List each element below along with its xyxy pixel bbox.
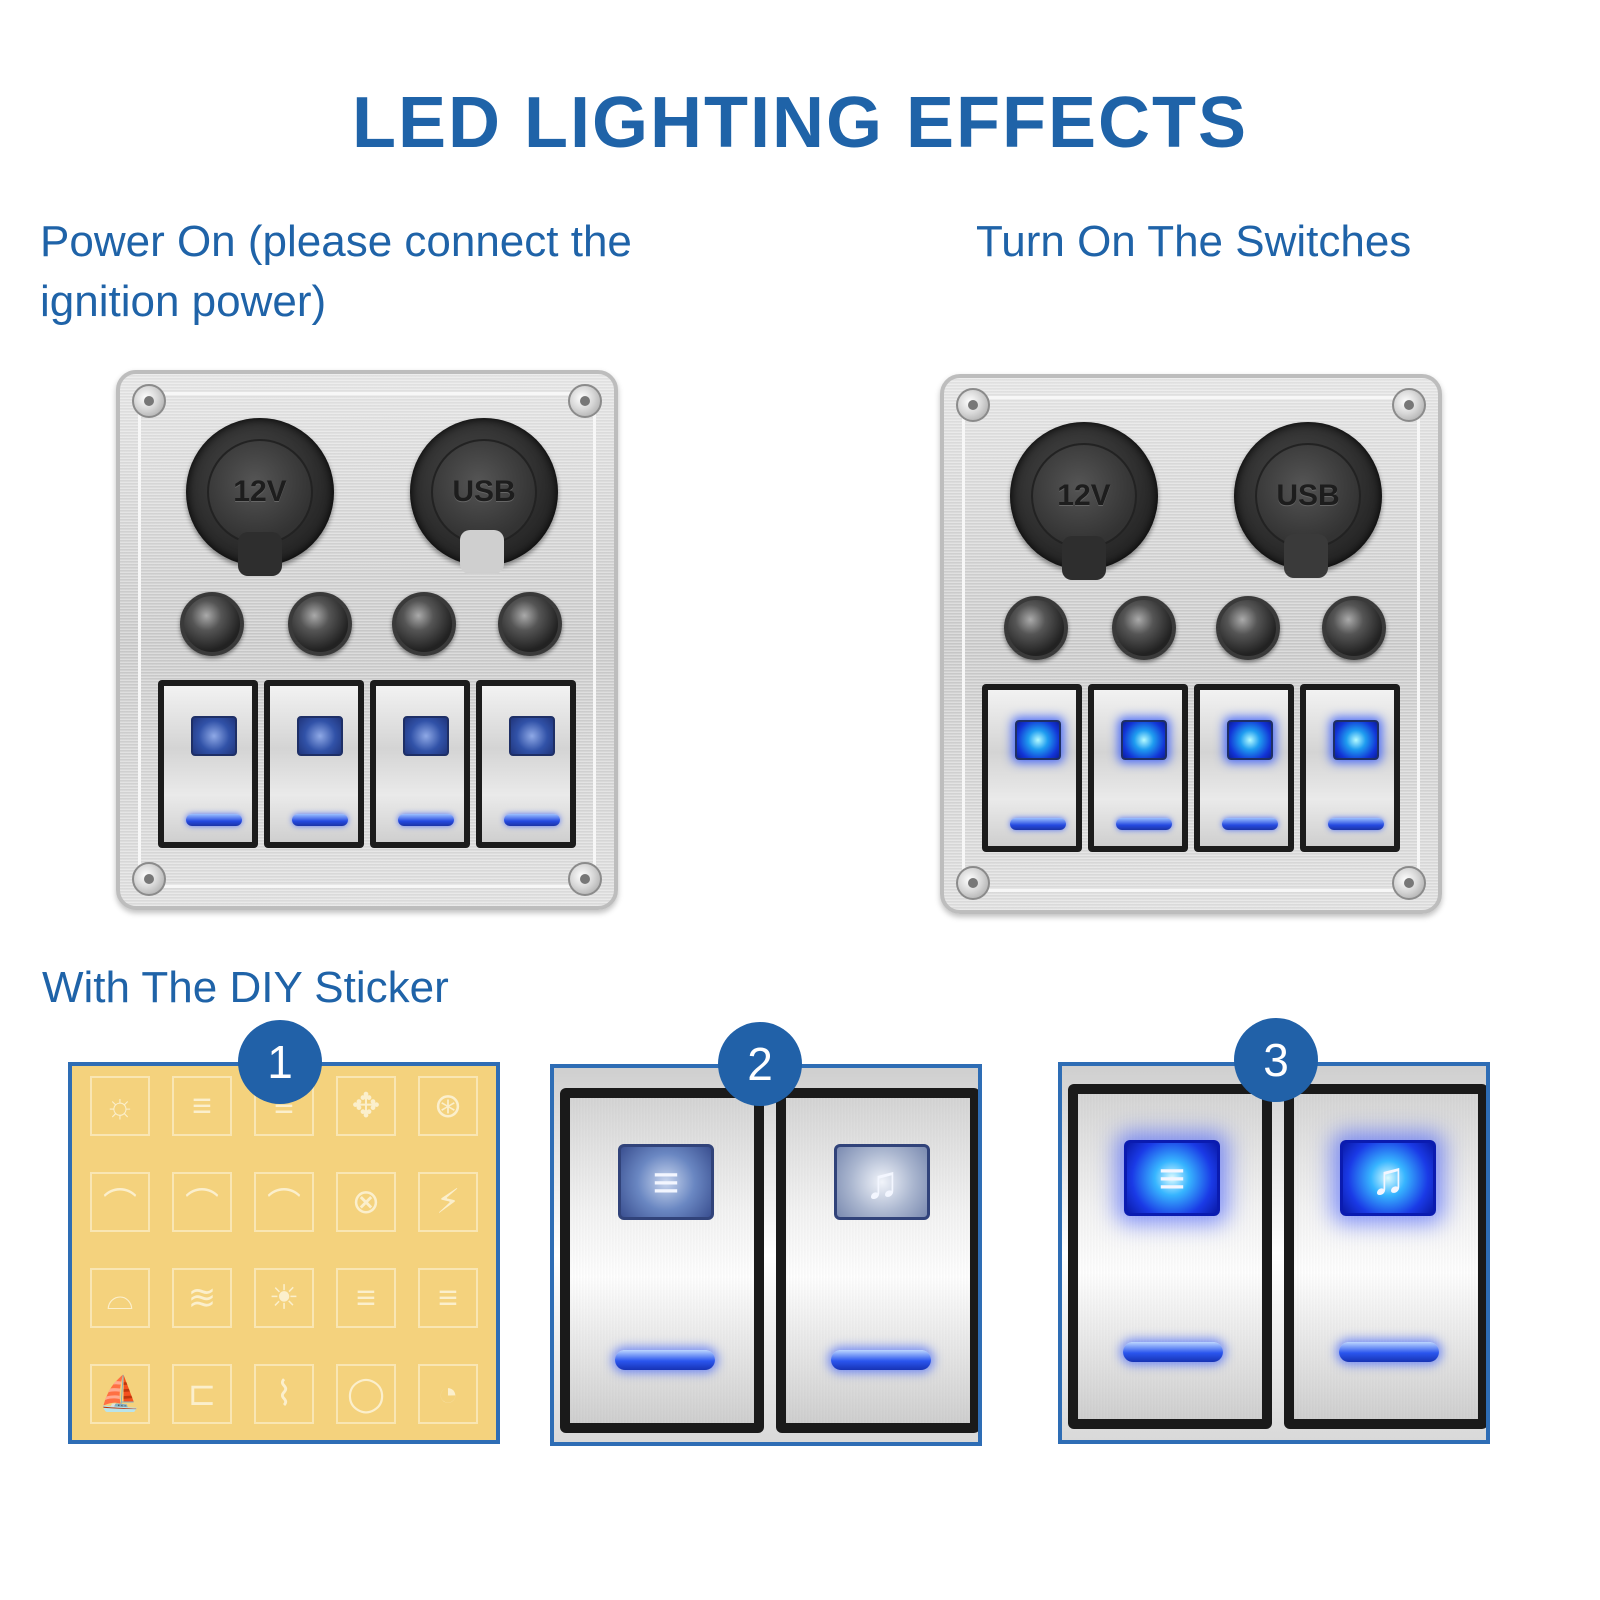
socket-12v-label: 12V <box>1031 443 1137 549</box>
zoom-rocker-left[interactable]: ≡ <box>1068 1084 1272 1429</box>
zoom-rocker-left[interactable]: ≡ <box>560 1088 764 1433</box>
headlight-icon: ☼ <box>90 1076 150 1136</box>
screw-icon <box>1392 866 1426 900</box>
screw-icon <box>132 384 166 418</box>
indicator-light-icon <box>1216 596 1280 660</box>
switch-led-icon <box>191 716 237 756</box>
screw-icon <box>956 866 990 900</box>
socket-usb-label: USB <box>1255 443 1361 549</box>
screw-icon <box>1392 388 1426 422</box>
rocker-switch-3[interactable] <box>370 680 470 848</box>
headlight-icon: ≡ <box>1124 1140 1220 1216</box>
rear-defrost-icon: ≋ <box>172 1268 232 1328</box>
music-icon: ♫ <box>1340 1140 1436 1216</box>
switch-led-bar <box>615 1350 715 1370</box>
zoom-switches-on: ≡ ♫ <box>1058 1062 1490 1444</box>
steering-icon: ⊛ <box>418 1076 478 1136</box>
caption-sticker: With The DIY Sticker <box>42 963 449 1012</box>
interior-light-icon: ✥ <box>336 1076 396 1136</box>
rocker-switch-4[interactable] <box>476 680 576 848</box>
socket-cap-tab <box>238 532 282 576</box>
wiper-1-icon: ⌒ <box>90 1172 150 1232</box>
caption-turn-on: Turn On The Switches <box>976 217 1412 266</box>
rocker-switch-1[interactable] <box>982 684 1082 852</box>
switch-led-bar <box>1222 818 1278 830</box>
windshield-wiper-icon: ⌓ <box>90 1268 150 1328</box>
switch-led-bar <box>1116 818 1172 830</box>
zoom-rocker-right[interactable]: ♫ <box>1284 1084 1486 1429</box>
switch-led-icon <box>1227 720 1273 760</box>
music-icon: ♫ <box>834 1144 930 1220</box>
rear-fog-icon: ≡ <box>418 1268 478 1328</box>
headlight-icon: ≡ <box>618 1144 714 1220</box>
screw-icon <box>956 388 990 422</box>
boat-icon: ⛵ <box>90 1364 150 1424</box>
step-badge-2: 2 <box>718 1022 802 1106</box>
switch-led-icon <box>509 716 555 756</box>
panel-border <box>138 392 596 888</box>
warning-icon: ◔ <box>418 1364 478 1424</box>
switch-led-bar <box>1339 1342 1439 1362</box>
switch-led-bar <box>186 814 242 826</box>
socket-usb[interactable]: USB <box>1234 422 1382 570</box>
switch-led-bar <box>398 814 454 826</box>
socket-cap-tab <box>1062 536 1106 580</box>
indicator-light-icon <box>1004 596 1068 660</box>
rocker-switch-4[interactable] <box>1300 684 1400 852</box>
socket-cap-tab <box>1284 534 1328 578</box>
indicator-light-icon <box>1112 596 1176 660</box>
indicator-light-icon <box>1322 596 1386 660</box>
socket-12v-label: 12V <box>207 439 313 545</box>
rocker-switch-3[interactable] <box>1194 684 1294 852</box>
caption-power-on: Power On (please connect the ignition po… <box>40 217 632 326</box>
indicator-light-icon <box>498 592 562 656</box>
screw-icon <box>132 862 166 896</box>
trailer-icon: ⊏ <box>172 1364 232 1424</box>
switch-led-icon <box>403 716 449 756</box>
zoom-rocker-right[interactable]: ♫ <box>776 1088 978 1433</box>
wiper-2-icon: ⌒ <box>172 1172 232 1232</box>
indicator-light-icon <box>392 592 456 656</box>
switch-led-bar <box>504 814 560 826</box>
switch-led-bar <box>831 1350 931 1370</box>
dome-light-icon: ☀ <box>254 1268 314 1328</box>
switch-led-icon <box>1121 720 1167 760</box>
switch-led-icon <box>1015 720 1061 760</box>
zoom-switches-off: ≡ ♫ <box>550 1064 982 1446</box>
switch-led-bar <box>1123 1342 1223 1362</box>
diy-sticker-sheet: ☼≡≡✥⊛⌒⌒⌒⊗⚡⌓≋☀≡≡⛵⊏⌇◯◔ <box>68 1062 500 1444</box>
lightning-icon: ⚡ <box>418 1172 478 1232</box>
wiper-3-icon: ⌒ <box>254 1172 314 1232</box>
low-beam-icon: ≡ <box>172 1076 232 1136</box>
socket-usb-label: USB <box>431 439 537 545</box>
socket-cap-tab <box>460 530 504 574</box>
rocker-switch-1[interactable] <box>158 680 258 848</box>
switch-panel-switches-on: 12V USB <box>940 374 1442 914</box>
switch-led-bar <box>1328 818 1384 830</box>
switch-led-bar <box>1010 818 1066 830</box>
step-badge-1: 1 <box>238 1020 322 1104</box>
indicator-light-icon <box>180 592 244 656</box>
panel-border <box>962 396 1420 892</box>
pump-icon: ⌇ <box>254 1364 314 1424</box>
indicator-light-icon <box>288 592 352 656</box>
page-title: LED LIGHTING EFFECTS <box>352 83 1248 163</box>
screw-icon <box>568 862 602 896</box>
switch-panel-power-on: 12V USB <box>116 370 618 910</box>
horn-icon: ◯ <box>336 1364 396 1424</box>
step-badge-3: 3 <box>1234 1018 1318 1102</box>
screw-icon <box>568 384 602 418</box>
switch-led-icon <box>297 716 343 756</box>
rocker-switch-2[interactable] <box>264 680 364 848</box>
switch-led-bar <box>292 814 348 826</box>
rocker-switch-2[interactable] <box>1088 684 1188 852</box>
fog-light-icon: ≡ <box>336 1268 396 1328</box>
bulb-icon: ⊗ <box>336 1172 396 1232</box>
switch-led-icon <box>1333 720 1379 760</box>
